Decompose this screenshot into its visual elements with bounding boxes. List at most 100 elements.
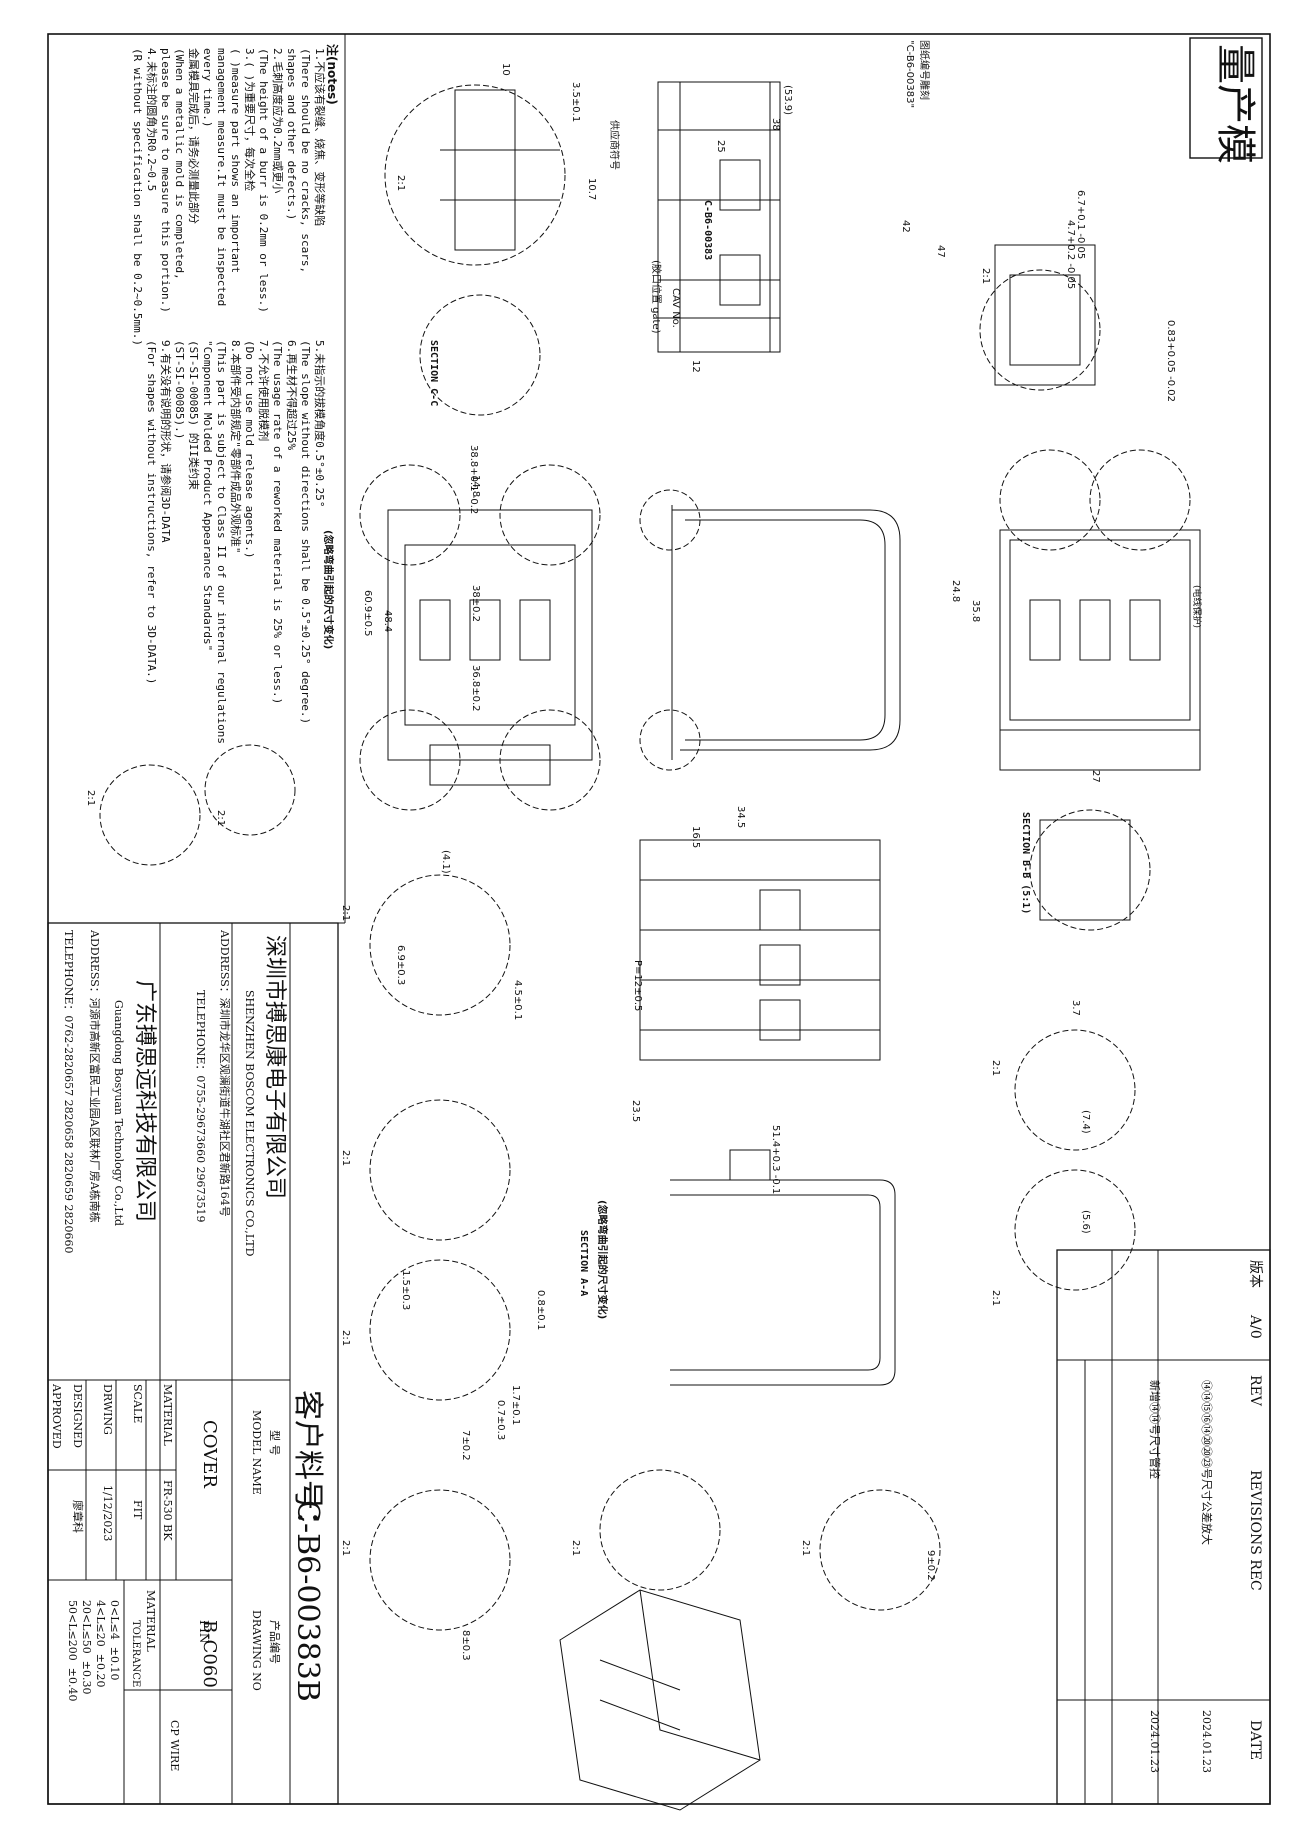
model-name-label: MODEL NAME [250,1410,263,1495]
dim-6-9: 6.9±0.3 [395,945,406,986]
note-line-13: 4.未标注的圆角为R0.2~0.5 [145,48,158,192]
drwing-value: 1/12/2023 [101,1485,114,1542]
dim-47: 47 [935,245,946,258]
company2-name-en: Guangdong Bosyuan Technology Co.,Ltd [112,1000,125,1227]
electroplate-note: (电线保护) [1191,585,1201,629]
scale-label-k: 2:1 [85,790,96,807]
note-line-2: (There should be no cracks, scars, [299,48,312,274]
dim-16-5: 16.5 [690,826,701,849]
note-line-8: management measure.It must be inspected [215,48,228,307]
company2-name-cn: 广东搏思远科技有限公司 [132,980,157,1223]
note-line-12: please be sure to measure this portion.) [159,48,172,313]
part-mark: C-B6-00383 [702,200,713,261]
dim-6-7: 6.7+0.1 -0.05 [1075,190,1086,260]
revision-row-1-text: ⑭⑭⑮⑯⑭⑳⑳㉓号尺寸公差放大 [1200,1380,1213,1545]
dim-8-0: 8±0.3 [460,1630,471,1661]
dim-0-7: 0.7±0.3 [495,1400,506,1441]
note-line-3: shapes and other defects.) [285,48,298,221]
scale-value: FIT [131,1500,144,1520]
dim-38: 38 [770,118,781,131]
note-line-14: (R without specification shall be 0.2~0.… [131,48,144,347]
dim-0-83: 0.83+0.05 -0.02 [1165,320,1176,402]
dim-10-7: 10.7 [586,178,597,201]
dim-53-9: (53.9) [782,85,793,116]
dim-12: 12 [690,360,701,373]
dim-23-5: 23.5 [630,1100,641,1123]
company-name-cn: 深圳市搏思康电子有限公司 [262,935,287,1200]
note-line-5: (The height of a burr is 0.2mm or less.) [257,48,270,313]
note-line-6: 3.( )为重要尺寸，每次全检 [243,48,256,192]
tolerance-row-2: 4<L≤20 ±0.20 [94,1600,107,1688]
dim-1-7: 1.7±0.1 [510,1385,521,1426]
dim-1-5: 1.5±0.3 [400,1270,411,1311]
dim-3-7: 3.7 [1070,1000,1081,1016]
section-cc-label: SECTION C-C [428,340,439,407]
ignore-bend-note-2: (忽略弯曲引起的尺寸变化) [596,1200,607,1320]
dim-0-8: 0.8±0.1 [535,1290,546,1331]
rev-label: REV [1247,1375,1263,1406]
note-line-9: every time.) [201,48,214,128]
note-line-25: (ST-SI-00085).) [173,340,186,440]
material-value: FR-530 BK [161,1480,174,1541]
note-line-27: (For shapes without instructions, refer … [145,340,158,685]
date-label: DATE [1247,1720,1263,1761]
note-line-23: "Component Molded Product Appearance Sta… [201,340,214,652]
dim-34-5: 34.5 [735,806,746,829]
note-line-1: 1.不应该有裂缝、烧焦、变形等缺陷 [313,48,326,227]
dim-24-8: 24.8 [950,580,961,603]
note-line-4: 2.毛刺高度应为0.2mm或更小 [271,48,284,194]
dim-38-0: 38±0.2 [470,585,481,623]
version-value: A/0 [1247,1315,1263,1339]
dim-35-8: 35.8 [970,600,981,623]
dim-7-4: (7.4) [1080,1110,1091,1134]
dim-7-0: 7±0.2 [460,1430,471,1461]
tolerance-label: TOLERANCE [130,1620,141,1688]
note-line-24: (ST-SI-00085) 的II类约束 [187,340,200,490]
dim-4-1: (4.1) [440,850,451,874]
note-line-7: ( )measure part shows an important [229,48,242,274]
dim-9-0: 9±0.2 [925,1550,936,1581]
model-name-value: COVER [199,1420,220,1488]
notes-title: 注(notes) [325,44,339,105]
company-address: ADDRESS：深圳市龙华区观澜街道牛湖社区君新路164号 [218,930,231,1217]
dim-48-4: 48.4 [382,610,393,633]
dim-4-5: 4.5±0.1 [512,980,523,1021]
company-name-en: SHENZHEN BOSCOM ELECTRONICS CO.,LTD [243,990,256,1257]
scale-label-w: 2:1 [340,1330,351,1347]
customer-part-number: C-B6-00383B [290,1500,325,1702]
note-line-26: 9.有关没有说明的形状，请参阅3D-DATA [159,340,172,543]
scale-label: SCALE [131,1384,144,1424]
note-line-17: 6.再生材不得超过25% [285,340,298,451]
drawing-engrave-number: "C-B6-00383" [904,40,915,109]
dim-27: 27 [1090,770,1101,783]
drawing-no-cn: 产品编号 [268,1620,281,1664]
note-line-10: 金属模具完成后，请务必测量此部分 [187,48,200,224]
dim-25: 25 [715,140,726,153]
company-telephone: TELEPHONE：0755-29673660 29673519 [194,990,207,1223]
note-line-21: 8.本部件受内部规定"零部件成品外观标准" [229,340,242,554]
approved-label: APPROVED [50,1384,63,1449]
designed-value: 廖章科 [71,1500,84,1533]
drawing-engrave-label: 图纸编号雕刻 [918,40,929,100]
ignore-bend-note-1: (忽略弯曲引起的尺寸变化) [322,530,333,650]
dim-42: 42 [900,220,911,233]
revision-row-2-date: 2024.01.23 [1148,1710,1161,1773]
section-bb-label: SECTION B-B (5:1) [1020,812,1031,915]
note-line-18: (The usage rate of a reworked material i… [271,340,284,705]
scale-label-q: 2:1 [990,1290,1001,1307]
drawing-no-label: DRAWING NO [250,1610,263,1691]
dim-10: 10 [500,63,511,76]
model-name-cn: 型 号 [268,1430,281,1456]
scale-label-n: 2:1 [980,268,991,285]
dim-3-5: 3.5±0.1 [570,82,581,123]
scale-label-x: 2:1 [800,1540,811,1557]
drwing-label: DRWING [101,1384,114,1435]
note-line-19: 7.不允许使用脱模剂 [257,340,270,442]
dim-60-9: 60.9±0.5 [362,590,373,637]
revision-row-2-text: 新增⑭⑭号尺寸管控 [1148,1380,1161,1479]
scale-label-p: 2:1 [990,1060,1001,1077]
note-line-11: (When a metallic mold is completed, [173,48,186,280]
scale-label-v: 2:1 [570,1540,581,1557]
